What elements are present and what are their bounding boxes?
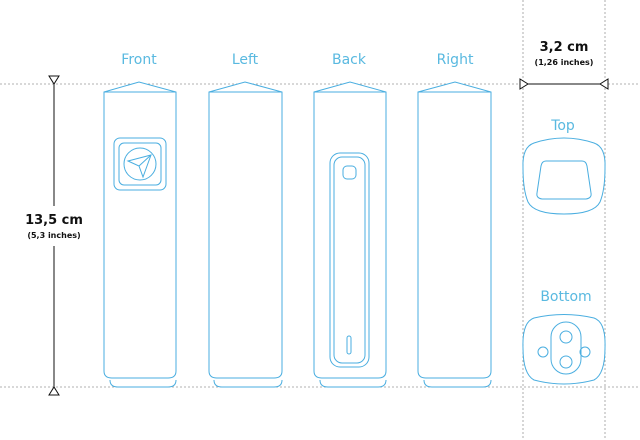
bottom-view-outer-shape [522,314,606,385]
bottom-view-hole-right [579,346,591,358]
bottom-view-hole-top [559,330,573,344]
right-view-body [417,81,492,379]
width-dimension: 3,2 cm (1,26 inches) [519,40,609,90]
front-view-base [109,379,177,388]
front-view-body [103,81,177,379]
height-secondary-text: (5,3 inches) [27,231,80,240]
front-logo-frame-outer [113,137,167,191]
paper-plane-icon [123,147,157,181]
top-view [522,137,606,215]
top-view-outer-shape [522,137,606,215]
top-view-inner-shape [536,160,592,200]
front-view-label: Front [121,52,157,68]
front-view [103,81,177,388]
bottom-view-hole-bottom [559,355,573,369]
back-view [313,81,387,388]
height-primary-text: 13,5 cm [25,213,83,228]
back-view-base [319,379,387,388]
right-view-base [423,379,492,388]
back-view-body [313,81,387,379]
left-view-body [208,81,283,379]
back-button-icon [342,165,357,180]
back-port-slot-icon [346,335,352,355]
width-secondary-text: (1,26 inches) [535,58,594,67]
right-view [417,81,492,388]
width-primary-text: 3,2 cm [540,40,589,55]
left-view-label: Left [232,52,259,68]
bottom-view-label: Bottom [540,289,591,305]
left-view [208,81,283,388]
front-logo-frame-inner [118,142,162,186]
bottom-view-hole-left [537,346,549,358]
left-view-base [213,379,283,388]
width-arrow-right [599,78,609,90]
height-arrow-top [48,75,60,85]
bottom-view [522,314,606,385]
back-panel-outer [329,152,370,368]
back-view-label: Back [332,52,367,68]
height-arrow-bottom [48,386,60,396]
width-arrow-left [519,78,529,90]
top-view-label: Top [550,118,575,134]
height-dimension: 13,5 cm (5,3 inches) [25,75,83,396]
right-view-label: Right [437,52,474,68]
bottom-view-center-pill [550,321,582,375]
back-panel-inner [333,156,366,364]
